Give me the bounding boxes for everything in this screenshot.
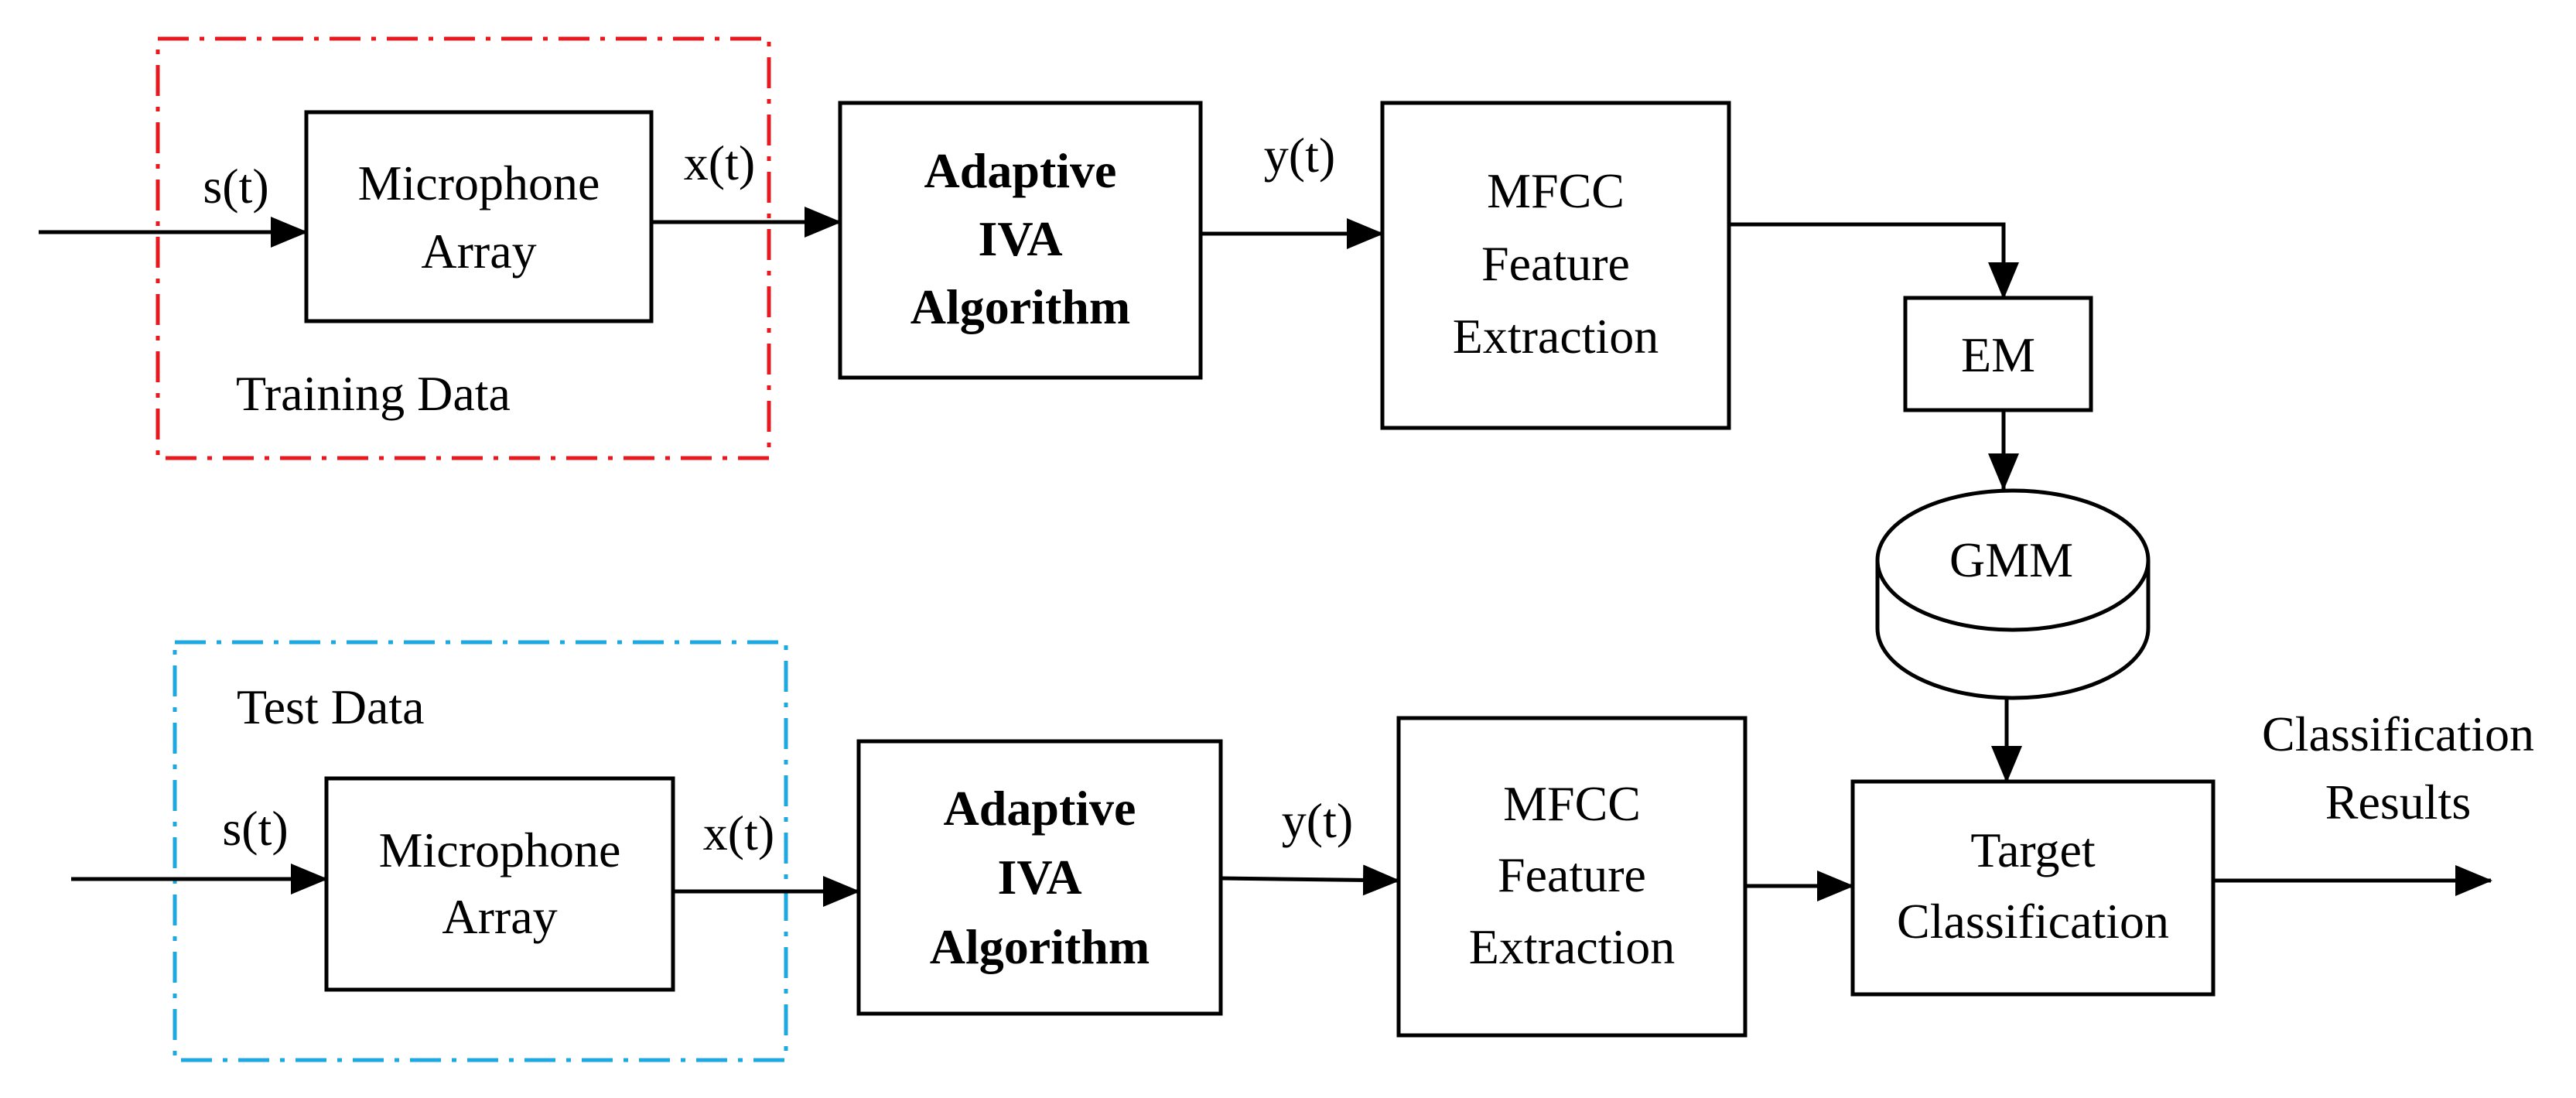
test-separated-signal-label: y(t) [1282, 793, 1353, 848]
test-mfcc-label-line1: MFCC [1503, 776, 1641, 831]
test-adaptive-iva-box [856, 739, 1223, 1016]
training-mic-label-line2: Array [421, 224, 536, 279]
target-classification-box [1850, 779, 2216, 997]
test-separated-signal-arrow [1220, 864, 1400, 896]
training-iva-label-line2: IVA [978, 211, 1062, 266]
training-mixed-signal-label: x(t) [684, 135, 755, 190]
output-label-line1: Classification [2262, 706, 2534, 761]
test-mixed-signal-label: x(t) [703, 806, 774, 860]
test-iva-label-line3: Algorithm [930, 919, 1150, 974]
test-mfcc-box [1396, 716, 1748, 1038]
classifier-label-line2: Classification [1897, 894, 2169, 949]
training-adaptive-iva-box [838, 101, 1203, 380]
training-separated-signal-label: y(t) [1264, 128, 1335, 183]
training-iva-label-line1: Adaptive [924, 143, 1117, 198]
output-label-line2: Results [2325, 775, 2471, 829]
em-label: EM [1961, 327, 2035, 382]
test-microphone-array-box [324, 776, 675, 992]
training-mic-label-line1: Microphone [358, 156, 600, 210]
test-mfcc-label-line3: Extraction [1469, 919, 1676, 974]
em-box [1903, 296, 2093, 412]
gmm-label: GMM [1949, 532, 2073, 587]
training-microphone-array-box [304, 110, 654, 323]
test-input-signal-label: s(t) [222, 801, 288, 856]
training-mfcc-label-line1: MFCC [1487, 163, 1625, 218]
test-mfcc-label-line2: Feature [1498, 847, 1646, 902]
training-mfcc-label-line3: Extraction [1453, 309, 1659, 364]
training-mfcc-box [1380, 101, 1731, 430]
test-iva-label-line1: Adaptive [944, 781, 1136, 836]
mfcc-to-em-arrow [1729, 222, 2019, 299]
training-iva-label-line3: Algorithm [910, 279, 1130, 334]
test-frame-label: Test Data [237, 679, 425, 734]
training-frame-label: Training Data [236, 366, 511, 421]
classifier-label-line1: Target [1970, 823, 2096, 877]
training-data-frame [155, 36, 771, 460]
test-data-frame [173, 640, 788, 1062]
gmm-cylinder [1875, 488, 2151, 700]
training-input-signal-label: s(t) [203, 159, 268, 214]
test-iva-label-line2: IVA [997, 850, 1081, 905]
training-mfcc-label-line2: Feature [1481, 236, 1630, 291]
test-mic-label-line2: Array [442, 889, 557, 944]
test-mic-label-line1: Microphone [379, 823, 621, 877]
